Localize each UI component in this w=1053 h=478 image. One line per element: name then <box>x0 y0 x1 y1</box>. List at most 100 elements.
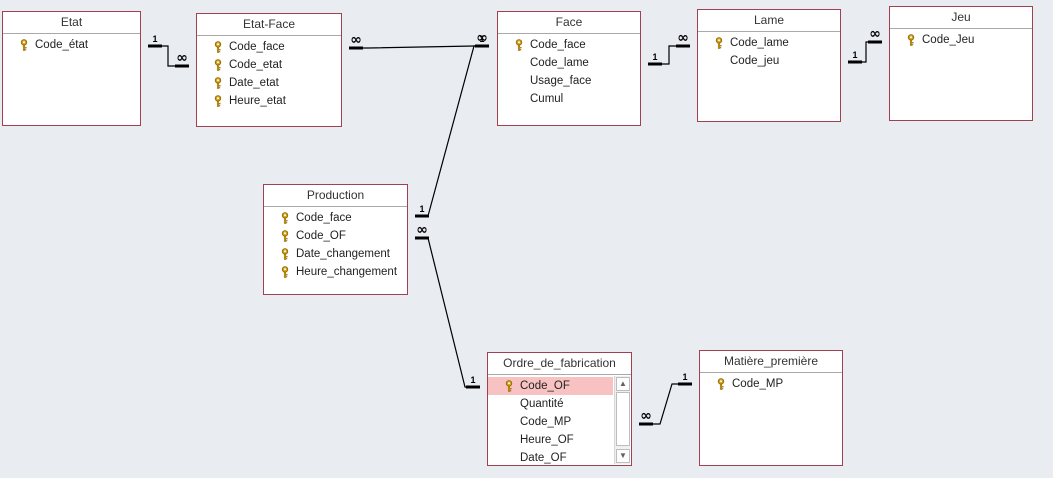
field-row[interactable]: Code_face <box>264 209 407 227</box>
field-name: Date_changement <box>296 248 390 260</box>
table-etat[interactable]: Etat Code_état <box>2 11 141 126</box>
table-matiere-premiere[interactable]: Matière_première Code_MP <box>699 350 843 466</box>
vertical-scrollbar[interactable]: ▲ ▼ <box>614 376 630 464</box>
field-name: Code_OF <box>520 380 570 392</box>
field-name: Code_lame <box>530 57 589 69</box>
field-name: Usage_face <box>530 75 592 87</box>
field-row[interactable]: Code_face <box>498 36 640 54</box>
relationship-line <box>415 45 489 217</box>
field-row[interactable]: Code_OF <box>488 377 613 395</box>
table-title[interactable]: Jeu <box>890 7 1032 29</box>
key-icon <box>505 380 513 392</box>
table-title[interactable]: Lame <box>698 10 840 32</box>
field-list: Code_Jeu <box>890 29 1032 49</box>
cardinality-many-label: ∞ <box>677 30 689 46</box>
relationship-face-lame[interactable]: 1∞ <box>648 30 690 66</box>
field-name: Code_Jeu <box>922 34 975 46</box>
field-row[interactable]: Code_face <box>197 38 341 56</box>
field-name: Heure_etat <box>229 95 286 107</box>
field-row[interactable]: Code_etat <box>197 56 341 74</box>
field-name: Code_face <box>296 212 352 224</box>
field-row[interactable]: Heure_OF <box>488 431 613 449</box>
field-row[interactable]: Code_OF <box>264 227 407 245</box>
field-row[interactable]: Code_état <box>3 36 140 54</box>
field-row[interactable]: Code_lame <box>498 54 640 72</box>
key-icon <box>281 212 289 224</box>
field-row[interactable]: Heure_etat <box>197 92 341 110</box>
key-icon <box>20 39 28 51</box>
cardinality-many-label: ∞ <box>350 32 362 48</box>
field-row[interactable]: Quantité <box>488 395 613 413</box>
field-name: Code_etat <box>229 59 283 71</box>
relationship-line <box>415 237 480 388</box>
cardinality-one-label: 1 <box>152 34 157 44</box>
field-row[interactable]: Code_jeu <box>698 52 840 70</box>
key-icon <box>717 378 725 390</box>
table-title[interactable]: Matière_première <box>700 351 842 373</box>
table-title[interactable]: Production <box>264 185 407 207</box>
key-icon <box>281 266 289 278</box>
field-row[interactable]: Usage_face <box>498 72 640 90</box>
cardinality-many-label: ∞ <box>416 222 428 238</box>
cardinality-many-label: ∞ <box>176 50 188 66</box>
relationship-production-ordre_de_fabrication[interactable]: ∞1 <box>415 222 480 389</box>
field-name: Heure_changement <box>296 266 398 278</box>
field-name: Code_OF <box>296 230 346 242</box>
relationship-etat_face-face[interactable]: ∞1 <box>349 32 489 50</box>
field-name: Code_lame <box>730 37 789 49</box>
cardinality-one-label: 1 <box>682 372 687 382</box>
key-icon <box>281 230 289 242</box>
field-name: Code_MP <box>520 416 572 428</box>
cardinality-many-label: ∞ <box>640 408 652 424</box>
field-name: Code_face <box>229 41 285 53</box>
table-title[interactable]: Etat-Face <box>197 14 341 36</box>
table-title[interactable]: Face <box>498 12 640 34</box>
key-icon <box>214 77 222 89</box>
field-row[interactable]: Cumul <box>498 90 640 108</box>
field-row[interactable]: Code_MP <box>700 375 842 393</box>
relationship-lame-jeu[interactable]: 1∞ <box>848 26 882 64</box>
cardinality-one-label: 1 <box>652 52 657 62</box>
field-row[interactable]: Heure_changement <box>264 263 407 281</box>
cardinality-one-label: 1 <box>852 50 857 60</box>
key-icon <box>515 39 523 51</box>
cardinality-one-label: 1 <box>419 204 424 214</box>
field-name: Code_jeu <box>730 55 780 67</box>
field-name: Code_face <box>530 39 586 51</box>
field-name: Quantité <box>520 398 564 410</box>
field-row[interactable]: Code_Jeu <box>890 31 1032 49</box>
table-title[interactable]: Etat <box>3 12 140 34</box>
table-jeu[interactable]: Jeu Code_Jeu <box>889 6 1033 121</box>
field-row[interactable]: Date_etat <box>197 74 341 92</box>
field-row[interactable]: Code_lame <box>698 34 840 52</box>
cardinality-one-label: 1 <box>470 375 475 385</box>
table-title[interactable]: Ordre_de_fabrication <box>488 353 631 375</box>
field-name: Code_état <box>35 39 89 51</box>
scroll-thumb[interactable] <box>616 392 630 446</box>
field-name: Cumul <box>530 93 564 105</box>
scroll-down-arrow-icon[interactable]: ▼ <box>616 449 630 463</box>
field-list: Code_MP <box>700 373 842 393</box>
field-row[interactable]: Date_OF <box>488 449 613 467</box>
key-icon <box>214 41 222 53</box>
cardinality-many-label: ∞ <box>869 26 881 42</box>
relationship-etat-etat_face[interactable]: 1∞ <box>148 34 189 68</box>
field-row[interactable]: Date_changement <box>264 245 407 263</box>
scroll-up-arrow-icon[interactable]: ▲ <box>616 377 630 391</box>
relationship-face-production[interactable]: 1∞ <box>415 30 489 218</box>
field-row[interactable]: Code_MP <box>488 413 613 431</box>
field-name: Date_etat <box>229 77 279 89</box>
key-icon <box>214 95 222 107</box>
relationship-ordre_de_fabrication-matiere_premiere[interactable]: ∞1 <box>639 372 692 426</box>
